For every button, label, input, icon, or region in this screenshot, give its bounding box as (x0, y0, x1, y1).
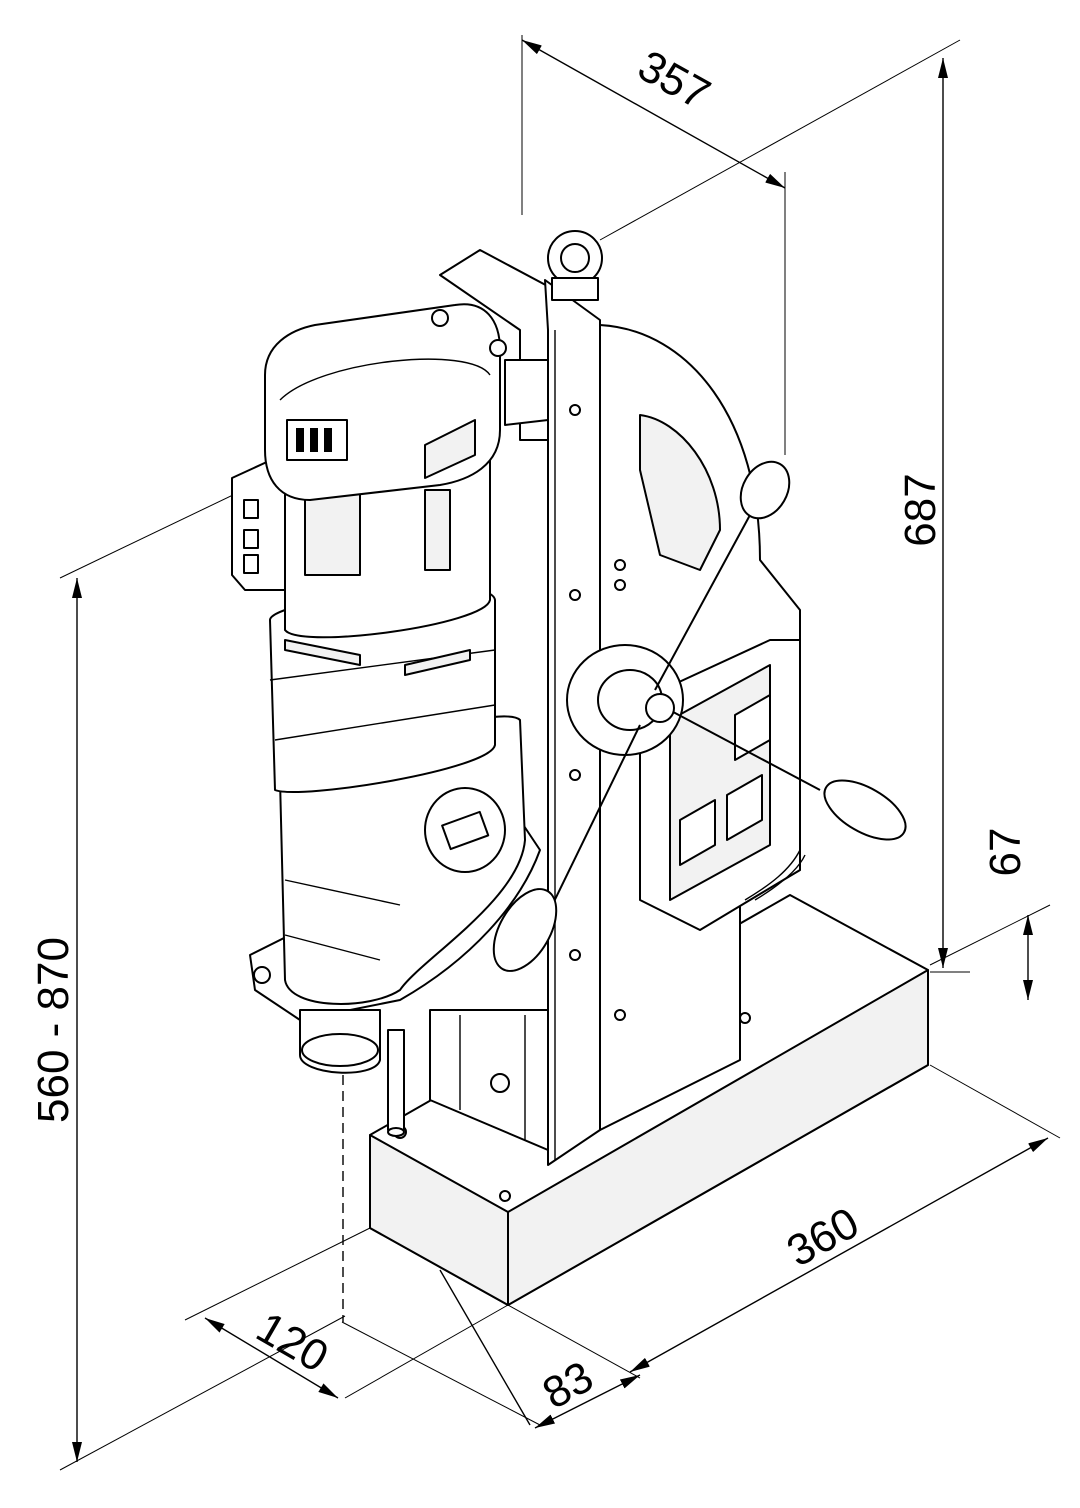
dimension-label-120: 120 (248, 1303, 336, 1382)
dimension-line-120 (204, 1317, 339, 1399)
extension-line-83 (344, 1304, 509, 1399)
dimension-line-357 (521, 39, 786, 189)
feed-handle-grip-bottom[interactable] (481, 879, 569, 982)
extension-line-83-b (439, 1269, 531, 1426)
magnet-switch[interactable] (726, 774, 763, 841)
dimension-label-stroke: 560 - 870 (29, 937, 78, 1123)
extension-line-687-top (599, 39, 961, 241)
extension-line-67-top (929, 904, 1051, 966)
dimension-label-67: 67 (981, 828, 1030, 877)
dimension-label-360: 360 (779, 1198, 867, 1276)
extension-line-360-left (507, 1304, 641, 1379)
dimension-line-83 (534, 1374, 641, 1429)
drill-motor (231, 303, 549, 1074)
feed-handles (481, 453, 915, 982)
dimension-label-83: 83 (535, 1352, 602, 1419)
gear-selector-knob[interactable] (441, 810, 490, 851)
dimension-label-687: 687 (896, 473, 945, 546)
feed-handle-grip-top[interactable] (731, 453, 799, 527)
dimension-line-360 (629, 1137, 1049, 1373)
feed-hub[interactable] (645, 693, 675, 723)
dimension-lines (59, 35, 1061, 1471)
extension-line-120-left (184, 1227, 371, 1321)
extension-line-120-right (341, 1321, 541, 1426)
feed-handle-grip-right[interactable] (815, 768, 915, 851)
motor-switch[interactable] (679, 799, 716, 866)
extension-line-360-right (929, 1064, 1061, 1139)
